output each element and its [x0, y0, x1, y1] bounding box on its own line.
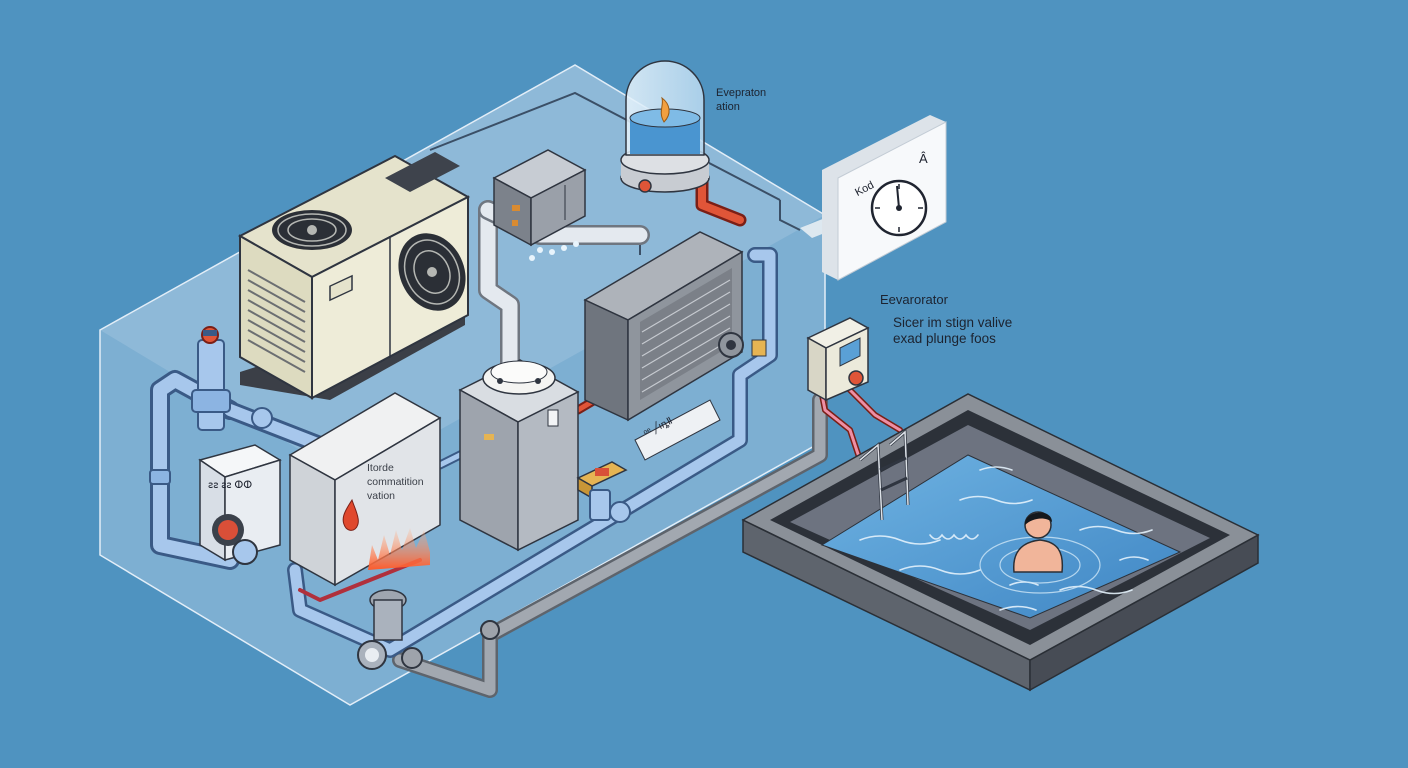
pool-control-box — [806, 317, 870, 402]
inline-valve — [576, 461, 631, 523]
swimmer — [1013, 511, 1064, 573]
control-cabinet — [492, 149, 587, 261]
combustion-label: Itorde — [367, 462, 394, 474]
data-panel — [634, 399, 721, 461]
valve-label-sub: exad plunge foos — [893, 331, 996, 346]
heat-flame — [368, 528, 430, 570]
fan-icon — [272, 210, 352, 250]
compressor-tower — [458, 359, 580, 552]
pool-ladder — [859, 428, 910, 521]
combustion-label-2: commatition — [367, 476, 424, 488]
pressure-gauge-card — [800, 115, 947, 281]
evaporation-label-sub: ation — [716, 101, 740, 113]
controller-text: ꙅꙅ ꙅꙅ ⵀⵀ — [208, 480, 253, 491]
flow-controller — [198, 444, 282, 565]
fan-icon — [398, 233, 466, 311]
water-meter — [357, 589, 500, 670]
combustion-label-3: vation — [367, 490, 396, 502]
valve-assembly — [149, 326, 273, 485]
combustion-heater — [288, 392, 442, 587]
evaporation-label: Evepraton — [716, 87, 767, 99]
evaporator-label: Eevarorator — [880, 292, 948, 307]
valve-label: Sicer im stign valive — [893, 315, 1013, 330]
evaporation-chamber — [620, 60, 710, 193]
evaporator-coil — [583, 231, 767, 422]
gauge-symbol: Â — [919, 151, 928, 166]
